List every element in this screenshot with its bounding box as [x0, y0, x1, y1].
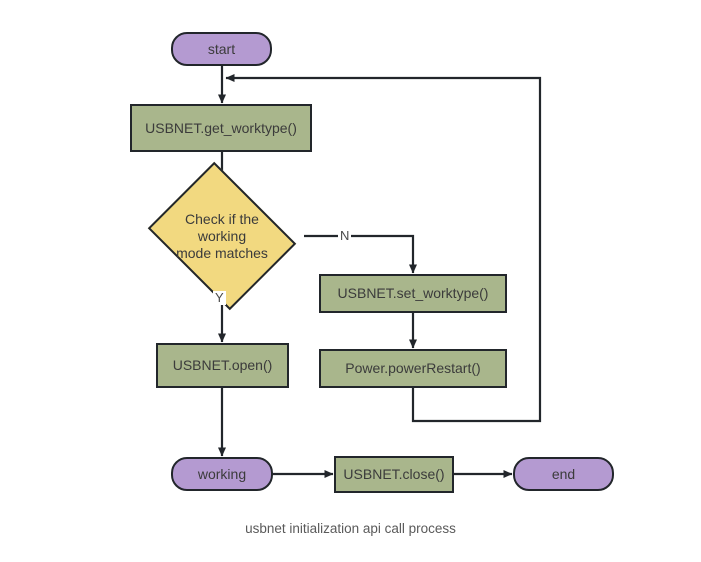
node-close[interactable]: USBNET.close() [334, 456, 454, 493]
node-get-worktype[interactable]: USBNET.get_worktype() [130, 104, 312, 152]
node-working[interactable]: working [171, 457, 273, 491]
node-working-label: working [197, 465, 247, 482]
edge-label-no: N [338, 228, 352, 243]
node-set-worktype-label: USBNET.set_worktype() [337, 285, 489, 301]
node-end[interactable]: end [513, 457, 614, 491]
edge-check-no-to-set-worktype [304, 234, 417, 274]
node-power-restart[interactable]: Power.powerRestart() [319, 349, 507, 388]
node-power-restart-label: Power.powerRestart() [345, 360, 481, 376]
node-end-label: end [551, 465, 576, 482]
diagram-caption: usbnet initialization api call process [245, 521, 456, 536]
node-close-label: USBNET.close() [343, 466, 445, 482]
node-get-worktype-label: USBNET.get_worktype() [145, 119, 297, 136]
node-open-label: USBNET.open() [172, 357, 273, 373]
node-start-label: start [207, 40, 236, 57]
node-open[interactable]: USBNET.open() [156, 343, 289, 388]
node-check-working-mode[interactable]: Check if the working mode matches [147, 161, 297, 311]
node-set-worktype[interactable]: USBNET.set_worktype() [319, 274, 507, 313]
edge-label-yes: Y [213, 290, 226, 305]
node-check-working-mode-label: Check if the working mode matches [176, 210, 268, 261]
node-start[interactable]: start [171, 32, 272, 66]
